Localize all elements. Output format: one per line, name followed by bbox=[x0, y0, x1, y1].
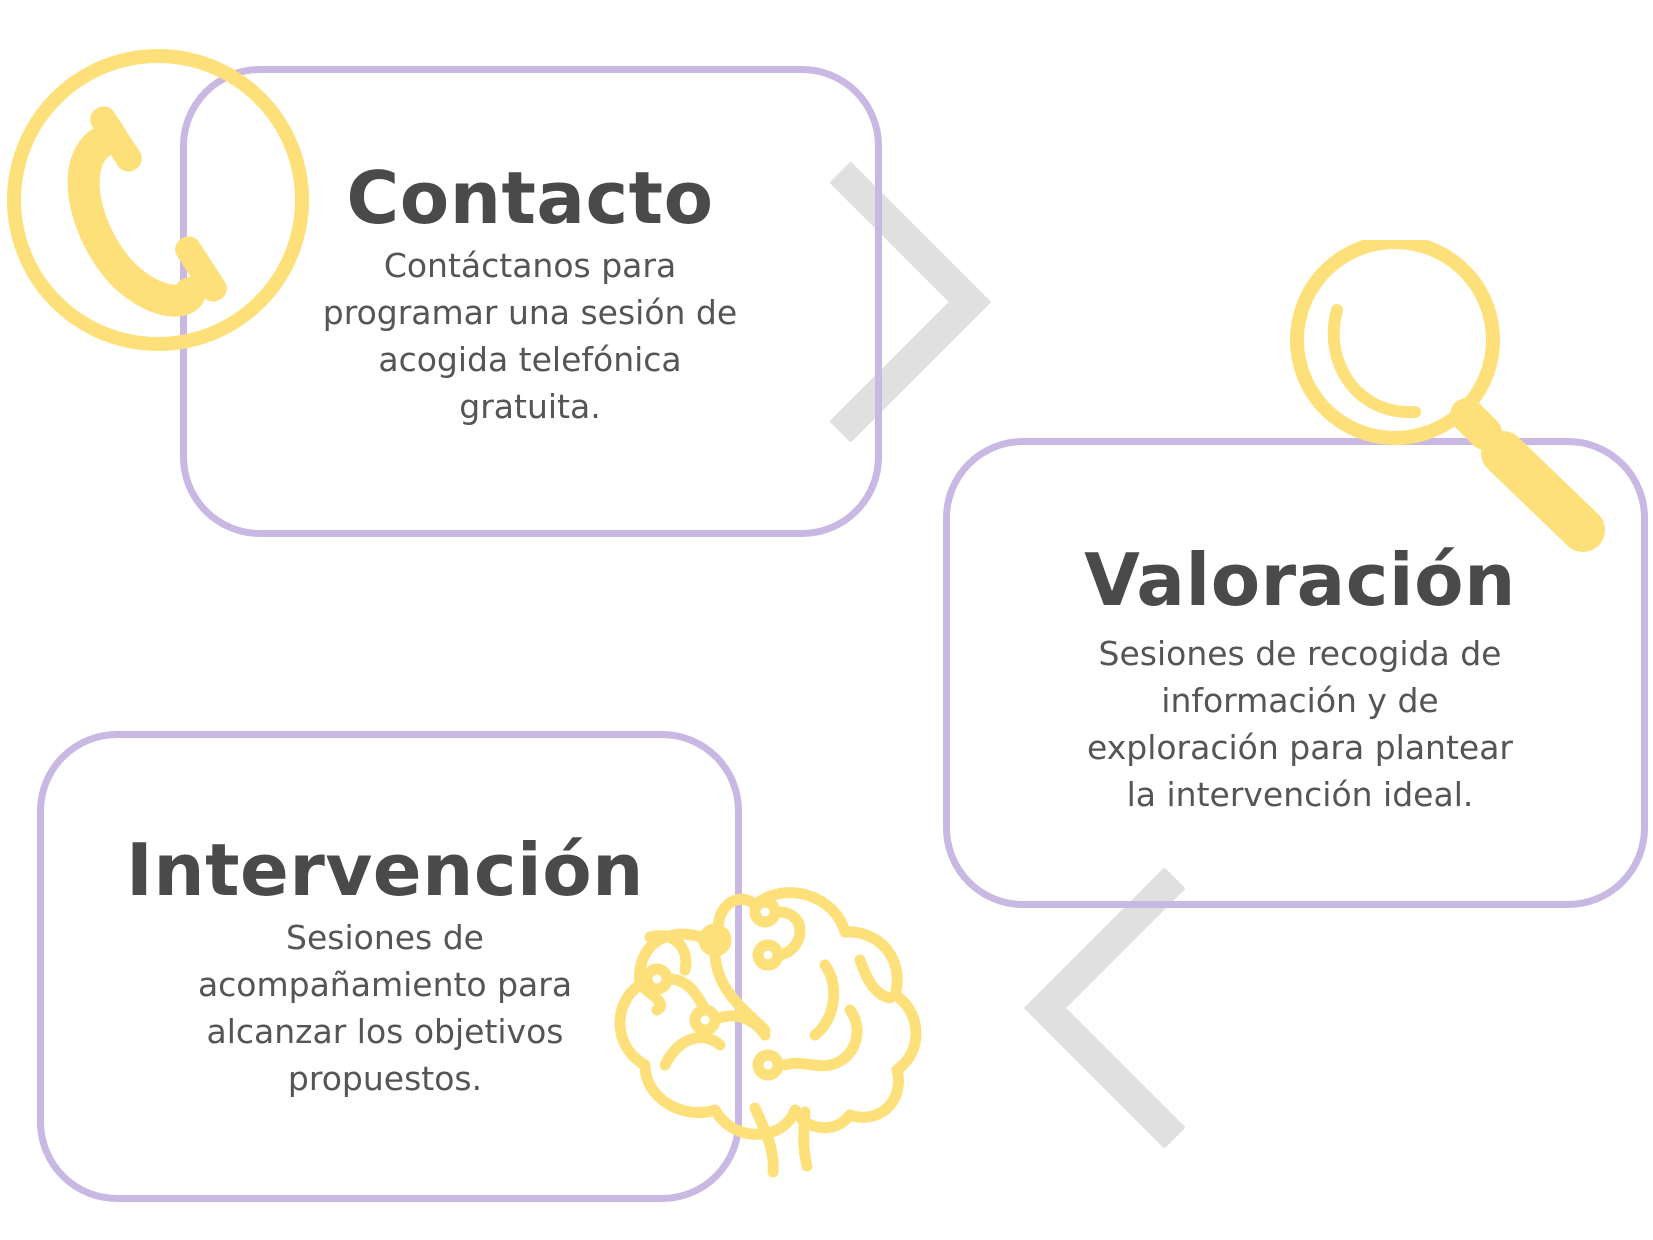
valoracion-description: Sesiones de recogida de información y de… bbox=[1030, 630, 1570, 818]
valoracion-card bbox=[943, 438, 1648, 908]
description-line: acogida telefónica bbox=[378, 340, 682, 379]
intervencion-title: Intervención bbox=[126, 828, 644, 912]
description-line: alcanzar los objetivos bbox=[206, 1012, 564, 1051]
description-line: gratuita. bbox=[459, 387, 601, 426]
description-line: propuestos. bbox=[287, 1059, 483, 1098]
intervencion-description: Sesiones de acompañamiento para alcanzar… bbox=[115, 914, 655, 1102]
description-line: acompañamiento para bbox=[197, 965, 573, 1004]
intervencion-card bbox=[37, 731, 742, 1202]
valoracion-step: Valoración Sesiones de recogida de infor… bbox=[1030, 540, 1570, 818]
intervencion-step: Intervención Sesiones de acompañamiento … bbox=[115, 830, 655, 1102]
description-line: Sesiones de bbox=[286, 918, 484, 957]
description-line: exploración para plantear bbox=[1087, 728, 1513, 767]
description-line: Sesiones de recogida de bbox=[1098, 634, 1502, 673]
chevron-right-icon bbox=[830, 162, 992, 442]
valoracion-title: Valoración bbox=[1084, 538, 1516, 622]
contacto-step: Contacto Contáctanos para programar una … bbox=[280, 158, 780, 430]
brain-icon bbox=[614, 887, 922, 1178]
contacto-title: Contacto bbox=[346, 156, 714, 240]
description-line: la intervención ideal. bbox=[1126, 775, 1474, 814]
description-line: información y de bbox=[1161, 681, 1439, 720]
phone-icon bbox=[7, 49, 309, 351]
chevron-left-icon bbox=[1023, 868, 1185, 1148]
magnifier-icon bbox=[1290, 240, 1605, 552]
description-line: programar una sesión de bbox=[322, 293, 738, 332]
description-line: Contáctanos para bbox=[383, 246, 677, 285]
contacto-description: Contáctanos para programar una sesión de… bbox=[280, 242, 780, 430]
